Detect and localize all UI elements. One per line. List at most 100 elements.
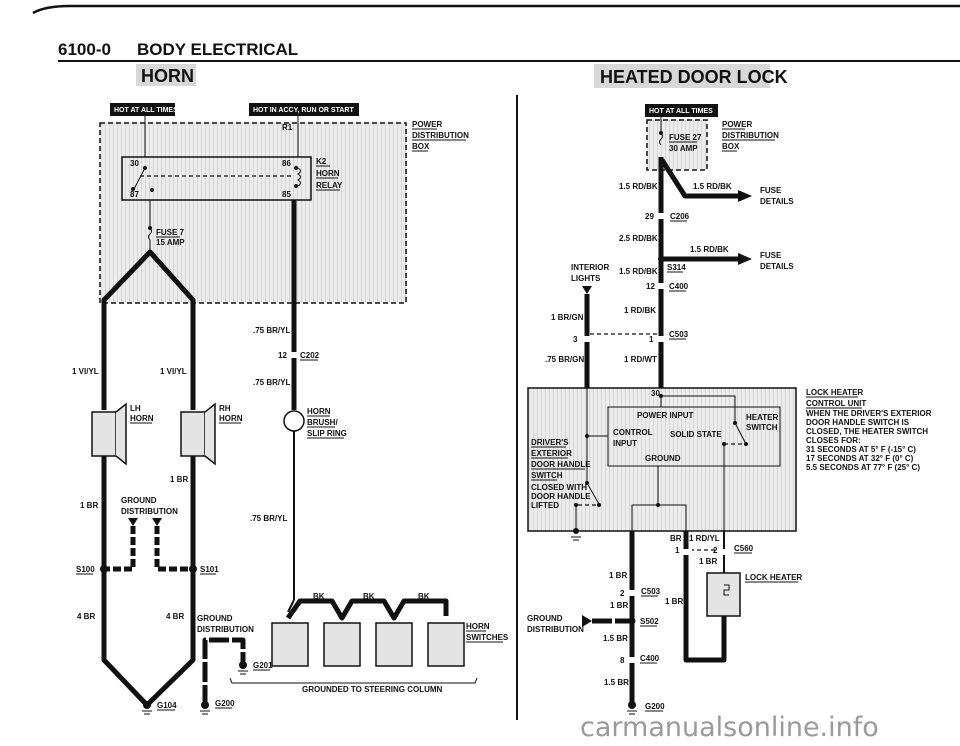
wire-label-rdyl: 1 RD/YL	[689, 534, 720, 543]
gnd-dist-label-2: DISTRIBUTION	[121, 507, 178, 516]
c400-bot-pin: 8	[620, 656, 625, 665]
wire-label-rdbk-1: 1.5 RD/BK	[619, 182, 658, 191]
wire-horn-grounds	[101, 456, 196, 708]
dl-pdb-label-1: POWER	[722, 120, 752, 129]
lh-horn-label-1: LH	[130, 404, 141, 413]
door-switch-name-1: DRIVER'S	[531, 438, 569, 447]
slip-ring-label-3: SLIP RING	[307, 429, 347, 438]
rh-horn-label-1: RH	[219, 404, 231, 413]
dl-pdb-label-3: BOX	[722, 142, 740, 151]
hot-at-all-times-badge	[110, 103, 175, 116]
wire-label-br-3: 1 BR	[699, 557, 717, 566]
lhcu-note-7: 5.5 SECONDS AT 77° F (25° C)	[806, 463, 920, 472]
wire-label-br-6: 1.5 BR	[604, 678, 629, 687]
door-switch-name-3: DOOR HANDLE	[531, 460, 591, 469]
lh-horn-label-2: HORN	[130, 414, 154, 423]
lhcu-note-2: DOOR HANDLE SWITCH IS	[806, 418, 910, 427]
wire-label-br-2: 1 BR	[610, 601, 628, 610]
horn-switches-label-1: HORN	[466, 622, 490, 631]
dl-ground-g200: G200	[645, 702, 665, 711]
horn-switch-1	[271, 622, 309, 667]
wire-label-rdbk-4: 1.5 RD/BK	[690, 245, 729, 254]
ground-g200: G200	[215, 699, 235, 708]
wire-label-rh-4br: 4 BR	[166, 612, 184, 621]
relay-name-1: K2	[316, 157, 327, 166]
gnd-dist2-label-1: GROUND	[197, 614, 233, 623]
wire-label-brgn: 1 BR/GN	[551, 313, 584, 322]
c503-bot-name: C503	[641, 587, 661, 596]
cu-control-input-1: CONTROL	[613, 428, 653, 437]
wire-label-bk-1: BK	[313, 592, 325, 601]
gnd-dist-label-1: GROUND	[121, 496, 157, 505]
wire-lock-heater-loop	[683, 531, 727, 663]
horn-slip-ring	[283, 410, 305, 432]
dl-hot-badge	[645, 104, 718, 117]
relay-pin-85: 85	[282, 190, 291, 199]
c503-top-pin-3: 3	[573, 335, 578, 344]
wire-label-lh-feed: 1 VI/YL	[72, 367, 99, 376]
c206-name: C206	[670, 212, 690, 221]
wire-label-bryl-3: .75 BR/YL	[250, 514, 287, 523]
c560-pin-2: 2	[713, 546, 718, 555]
wire-label-bryl-2: .75 BR/YL	[253, 378, 290, 387]
door-switch-note-3: LIFTED	[531, 501, 559, 510]
wire-label-rdwt: 1 RD/WT	[624, 355, 657, 364]
wire-label-rh-feed: 1 VI/YL	[160, 367, 187, 376]
fuse-details-1-l1: FUSE	[760, 186, 782, 195]
relay-pin-87: 87	[130, 190, 139, 199]
horn-switch-group	[271, 622, 465, 667]
c560-pin-1: 1	[675, 546, 680, 555]
wire-label-rh-ground: 1 BR	[170, 475, 188, 484]
pdb-label-1: POWER	[412, 120, 442, 129]
power-distribution-box	[99, 122, 407, 304]
hot-at-all-times-label: HOT AT ALL TIMES	[114, 107, 178, 114]
fuse-details-1-l2: DETAILS	[760, 197, 794, 206]
dl-gnd-dist-2: DISTRIBUTION	[527, 625, 584, 634]
lh-horn	[91, 411, 117, 457]
c202-name: C202	[300, 351, 320, 360]
section-number: 6100-0	[58, 40, 111, 59]
horn-switch-2	[323, 622, 361, 667]
horn-switches-label-2: SWITCHES	[466, 633, 509, 642]
splice-s101: S101	[200, 565, 219, 574]
wire-label-lh-4br: 4 BR	[77, 612, 95, 621]
wire-label-rdbk-5: 1.5 RD/BK	[619, 267, 658, 276]
hot-in-accy-badge	[249, 103, 359, 116]
fuse-details-2-l1: FUSE	[760, 251, 782, 260]
dl-power-distribution-box	[646, 119, 708, 171]
horn-switch-3	[375, 622, 413, 667]
pdb-label-2: DISTRIBUTION	[412, 131, 469, 140]
interior-lights-label-1: INTERIOR	[571, 263, 609, 272]
top-rule	[32, 4, 960, 15]
interior-lights-label-2: LIGHTS	[571, 274, 601, 283]
splice-s314: S314	[667, 263, 686, 272]
wire-fuse-details-1	[659, 158, 740, 199]
wire-label-bryl-1: .75 BR/YL	[253, 326, 290, 335]
fuse7-name: FUSE 7	[156, 228, 185, 237]
fuse7-rating: 15 AMP	[156, 238, 185, 247]
relay-pin-86: 86	[282, 159, 291, 168]
wire-label-br-top: BR	[670, 534, 682, 543]
lhcu-name-1: LOCK HEATER	[806, 388, 863, 397]
lhcu-note-6: 17 SECONDS AT 32° F (0° C)	[806, 454, 914, 463]
wire-label-br-1: 1 BR	[609, 571, 627, 580]
lock-heater-control-unit	[527, 387, 797, 532]
doorlock-title: HEATED DOOR LOCK	[600, 67, 788, 87]
wire-lh-feed	[101, 250, 152, 410]
c400-bot-name: C400	[640, 654, 660, 663]
splice-s502: S502	[640, 617, 659, 626]
wire-label-rdbk-3: 2.5 RD/BK	[619, 234, 658, 243]
wire-label-bk-3: BK	[418, 592, 430, 601]
door-switch-name-2: EXTERIOR	[531, 449, 572, 458]
horn-relay-box	[121, 156, 312, 201]
c503-bot-pin: 2	[620, 589, 625, 598]
lhcu-note-1: WHEN THE DRIVER'S EXTERIOR	[806, 409, 932, 418]
pdb-label-3: BOX	[412, 142, 430, 151]
c503-top-name: C503	[669, 330, 689, 339]
fuse27-rating: 30 AMP	[669, 144, 698, 153]
dl-gnd-dist-1: GROUND	[527, 614, 563, 623]
wire-label-br-4: 1 BR	[665, 597, 683, 606]
wire-label-br-5: 1.5 BR	[603, 634, 628, 643]
horn-switch-4	[427, 622, 465, 667]
